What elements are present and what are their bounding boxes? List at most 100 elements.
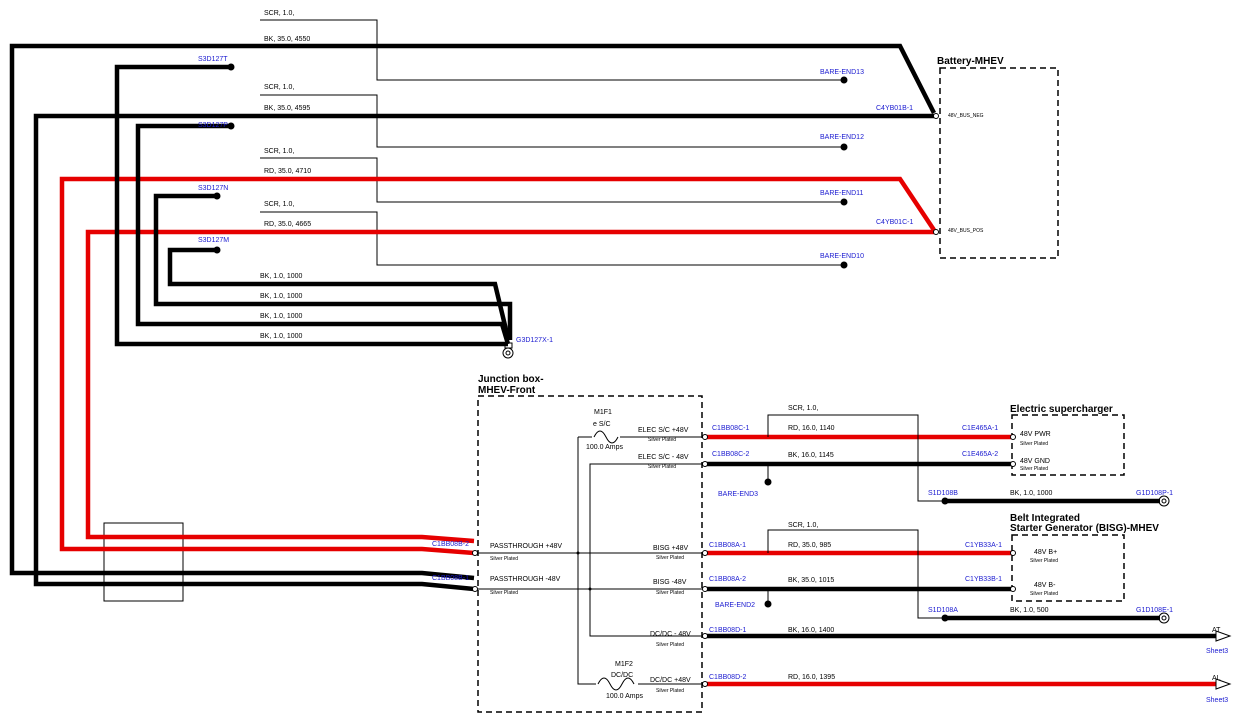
pin-dcdc-pos-plated: Silver Plated [656,688,684,694]
shield-label-3: SCR, 1.0, [264,148,294,155]
wire-label-4710: RD, 35.0, 4710 [264,168,311,175]
connector-c4yb01b: C4YB01B-1 [876,105,913,112]
connector-c1yb33a: C1YB33A-1 [965,542,1002,549]
bisg-title-1: Belt Integrated [1010,513,1080,524]
wire-label-4550: BK, 35.0, 4550 [264,36,310,43]
right-shield-lines [764,414,949,622]
wire-label-500: BK, 1.0, 500 [1010,607,1049,614]
jbox-left-pins [472,550,478,592]
passthrough-box [103,522,184,602]
connector-c1bb08b2: C1BB08B-2 [432,541,469,548]
wire-label-1140: RD, 16.0, 1140 [788,425,835,432]
jbox-right-pins [702,434,1016,687]
junction-box-title-2: MHEV-Front [478,385,536,396]
connector-g1d108p: G1D108P-1 [1136,490,1173,497]
supercharger-pin-gnd: 48V GND [1020,458,1050,465]
connector-bare-end10: BARE-END10 [820,253,864,260]
connector-c4yb01c: C4YB01C-1 [876,219,913,226]
fuse-m1f1-rating: 100.0 Amps [586,444,623,451]
fuse-m1f2-icon [597,677,635,691]
wire-4550 [9,43,937,581]
offsheet-at-sheet: Sheet3 [1206,648,1228,655]
connector-c1bb08a2: C1BB08A-2 [709,576,746,583]
pin-dcdc-neg: DC/DC - 48V [650,631,691,638]
ground-wire-label-3: BK, 1.0, 1000 [260,313,303,320]
drain-s3d127t [114,64,508,347]
connector-c1bb08d1: C1BB08D-1 [709,627,746,634]
shield-label-1: SCR, 1.0, [264,10,294,17]
connector-s3d127n: S3D127N [198,185,228,192]
connector-c1bb08a1: C1BB08A-1 [709,542,746,549]
battery-box [939,67,1059,259]
offsheet-at: AT [1212,627,1221,634]
junction-box-title-1: Junction box- [478,374,544,385]
wire-label-1145: BK, 16.0, 1145 [788,452,834,459]
connector-bare-end2: BARE-END2 [715,602,755,609]
connector-c1bb08d2: C1BB08D-2 [709,674,746,681]
ground-symbol-g1d108p [1158,495,1170,507]
pin-bisg-pos: BISG +48V [653,545,689,552]
wire-4595 [33,113,934,592]
connector-bare-end12: BARE-END12 [820,134,864,141]
battery-pin-neg: 48V_BUS_NEG [948,113,984,119]
pin-passthrough-neg: PASSTHROUGH -48V [490,576,561,583]
shield-label-2: SCR, 1.0, [264,84,294,91]
junction-box [477,395,703,713]
fuse-m1f2-id: M1F2 [615,661,633,668]
drain-s3d127m [167,247,511,339]
bisg-box [1011,534,1125,602]
supercharger-pin-gnd-plated: Silver Plated [1020,466,1048,472]
wire-4710 [59,176,936,556]
wire-label-4665: RD, 35.0, 4665 [264,221,311,228]
supercharger-pin-pwr-plated: Silver Plated [1020,441,1048,447]
fuse-m1f1-id: M1F1 [594,409,612,416]
battery-pins [933,113,939,235]
ground-symbol-g1d108e [1158,612,1170,624]
wire-label-1400: BK, 16.0, 1400 [788,627,834,634]
supercharger-box [1011,414,1125,476]
supercharger-title: Electric supercharger [1010,404,1113,415]
ground-wire-label-1: BK, 1.0, 1000 [260,273,303,280]
pin-passthrough-neg-plated: Silver Plated [490,590,518,596]
shield-lines [260,19,844,266]
offsheet-arrow-at-icon [1215,630,1232,642]
connector-c1bb08c1: C1BB08C-1 [712,425,749,432]
pin-bisg-pos-plated: Silver Plated [656,555,684,561]
connector-s1d108a: S1D108A [928,607,958,614]
ground-wire-label-4: BK, 1.0, 1000 [260,333,303,340]
pin-passthrough-pos-plated: Silver Plated [490,556,518,562]
connector-c1yb33b: C1YB33B-1 [965,576,1002,583]
fuse-m1f1-name: e S/C [593,421,611,428]
bisg-pin-pos-plated: Silver Plated [1030,558,1058,564]
fuse-m1f1-icon [593,430,619,444]
connector-bare-end13: BARE-END13 [820,69,864,76]
bisg-pin-neg-plated: Silver Plated [1030,591,1058,597]
pin-elec-sc-pos: ELEC S/C +48V [638,427,689,434]
connector-bare-end3: BARE-END3 [718,491,758,498]
ground-symbol-g3d127x [502,342,514,359]
shield-label-4: SCR, 1.0, [264,201,294,208]
drain-s3d127n [153,193,513,340]
connector-g3d127x: G3D127X-1 [516,337,553,344]
connector-s3d127p: S3D127P [198,122,228,129]
bisg-title-2: Starter Generator (BISG)-MHEV [1010,523,1159,534]
pin-passthrough-pos: PASSTHROUGH +48V [490,543,562,550]
connector-c1e465a2: C1E465A-2 [962,451,998,458]
splice-dots [213,63,235,254]
offsheet-al: AL [1212,675,1221,682]
connector-g1d108e: G1D108E-1 [1136,607,1173,614]
pin-bisg-neg: BISG -48V [653,579,687,586]
pin-elec-sc-neg-plated: Silver Plated [648,464,676,470]
shield-label-6: SCR, 1.0, [788,522,818,529]
pin-elec-sc-pos-plated: Silver Plated [648,437,676,443]
offsheet-al-sheet: Sheet3 [1206,697,1228,704]
supercharger-pin-pwr: 48V PWR [1020,431,1051,438]
wire-label-985: RD, 35.0, 985 [788,542,831,549]
bare-end-dots [840,76,848,269]
connector-c1e465a1: C1E465A-1 [962,425,998,432]
connector-c1bb08b1: C1BB08B-1 [432,575,469,582]
pin-dcdc-pos: DC/DC +48V [650,677,691,684]
pin-elec-sc-neg: ELEC S/C - 48V [638,454,689,461]
wire-label-1395: RD, 16.0, 1395 [788,674,835,681]
